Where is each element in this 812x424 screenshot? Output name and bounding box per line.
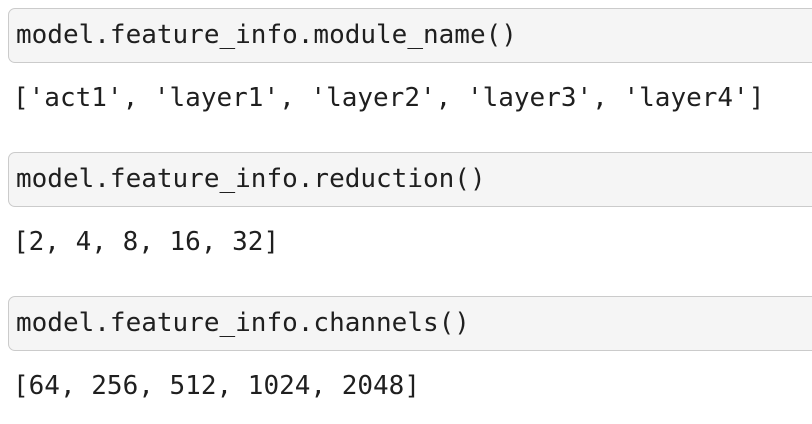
code-cell-output: [2, 4, 8, 16, 32]	[13, 227, 280, 257]
code-cell-input: model.feature_info.channels()	[8, 296, 812, 351]
code-cell-input: model.feature_info.reduction()	[8, 152, 812, 207]
code-cell-input: model.feature_info.module_name()	[8, 8, 812, 63]
notebook-cell: model.feature_info.reduction() [2, 4, 8,…	[8, 152, 812, 258]
code-cell-output: [64, 256, 512, 1024, 2048]	[13, 371, 420, 401]
notebook-cell: model.feature_info.module_name() ['act1'…	[8, 8, 812, 114]
notebook-cell: model.feature_info.channels() [64, 256, …	[8, 296, 812, 402]
code-cell-output: ['act1', 'layer1', 'layer2', 'layer3', '…	[13, 83, 765, 113]
notebook-page: model.feature_info.module_name() ['act1'…	[8, 8, 812, 402]
